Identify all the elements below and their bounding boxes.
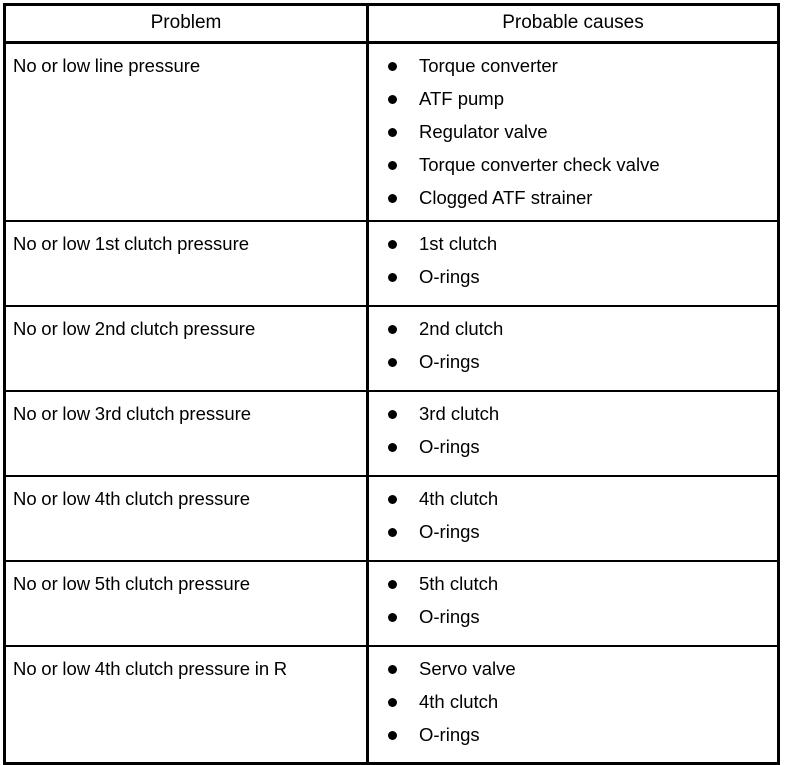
filled-circle-bullet-icon bbox=[388, 272, 397, 282]
probable-cause-text: O-rings bbox=[419, 351, 480, 372]
probable-cause-text: 5th clutch bbox=[419, 573, 499, 594]
probable-cause-item: O-rings bbox=[369, 718, 771, 751]
filled-circle-bullet-icon bbox=[388, 61, 397, 71]
probable-cause-text: Clogged ATF strainer bbox=[419, 187, 593, 208]
table-header: Problem Probable causes bbox=[4, 4, 779, 44]
filled-circle-bullet-icon bbox=[388, 527, 397, 537]
problem-text: No or low 1st clutch pressure bbox=[13, 233, 250, 254]
probable-cause-item: 3rd clutch bbox=[369, 397, 771, 430]
problem-cell: No or low 3rd clutch pressure bbox=[4, 390, 369, 476]
probable-cause-item: O-rings bbox=[369, 430, 771, 463]
probable-cause-text: 4th clutch bbox=[419, 488, 499, 509]
filled-circle-bullet-icon bbox=[388, 612, 397, 622]
problem-cell: No or low line pressure bbox=[4, 42, 369, 221]
probable-cause-text: 4th clutch bbox=[419, 691, 499, 712]
filled-circle-bullet-icon bbox=[388, 357, 397, 367]
probable-cause-text: Regulator valve bbox=[419, 121, 548, 142]
probable-cause-item: O-rings bbox=[369, 260, 771, 293]
filled-circle-bullet-icon bbox=[388, 664, 397, 674]
probable-cause-item: 4th clutch bbox=[369, 685, 771, 718]
probable-cause-item: O-rings bbox=[369, 345, 771, 378]
problem-text: No or low 5th clutch pressure bbox=[13, 573, 251, 594]
filled-circle-bullet-icon bbox=[388, 579, 397, 589]
filled-circle-bullet-icon bbox=[388, 324, 397, 334]
problem-cell: No or low 2nd clutch pressure bbox=[4, 305, 369, 391]
header-row: Problem Probable causes bbox=[4, 4, 779, 44]
probable-cause-text: 2nd clutch bbox=[419, 318, 504, 339]
probable-cause-item: Regulator valve bbox=[369, 115, 771, 148]
problem-text: No or low 4th clutch pressure bbox=[13, 488, 251, 509]
column-header-problem: Problem bbox=[4, 4, 369, 44]
probable-cause-text: O-rings bbox=[419, 724, 480, 745]
filled-circle-bullet-icon bbox=[388, 730, 397, 740]
filled-circle-bullet-icon bbox=[388, 494, 397, 504]
probable-cause-text: 3rd clutch bbox=[419, 403, 500, 424]
filled-circle-bullet-icon bbox=[388, 442, 397, 452]
filled-circle-bullet-icon bbox=[388, 160, 397, 170]
problem-text: No or low 3rd clutch pressure bbox=[13, 403, 252, 424]
problem-cell: No or low 1st clutch pressure bbox=[4, 220, 369, 306]
probable-cause-text: Torque converter check valve bbox=[419, 154, 660, 175]
problem-text: No or low line pressure bbox=[13, 55, 201, 76]
probable-cause-item: 2nd clutch bbox=[369, 312, 771, 345]
probable-cause-text: ATF pump bbox=[419, 88, 504, 109]
table-row: No or low 4th clutch pressure in R Servo … bbox=[4, 645, 779, 764]
filled-circle-bullet-icon bbox=[388, 193, 397, 203]
problem-cell: No or low 4th clutch pressure bbox=[4, 475, 369, 561]
filled-circle-bullet-icon bbox=[388, 239, 397, 249]
troubleshooting-table: Problem Probable causes No or low line p… bbox=[3, 3, 780, 765]
filled-circle-bullet-icon bbox=[388, 697, 397, 707]
probable-cause-text: Torque converter bbox=[419, 55, 558, 76]
filled-circle-bullet-icon bbox=[388, 127, 397, 137]
filled-circle-bullet-icon bbox=[388, 409, 397, 419]
problem-text: No or low 4th clutch pressure in R bbox=[13, 658, 288, 679]
probable-cause-text: O-rings bbox=[419, 436, 480, 457]
probable-cause-item: 5th clutch bbox=[369, 567, 771, 600]
probable-cause-item: Torque converter check valve bbox=[369, 148, 771, 181]
probable-cause-item: Clogged ATF strainer bbox=[369, 181, 771, 214]
probable-cause-text: Servo valve bbox=[419, 658, 516, 679]
probable-cause-item: Servo valve bbox=[369, 652, 771, 685]
probable-cause-item: O-rings bbox=[369, 600, 771, 633]
probable-cause-text: 1st clutch bbox=[419, 233, 498, 254]
probable-cause-item: O-rings bbox=[369, 515, 771, 548]
troubleshooting-table-container: Problem Probable causes No or low line p… bbox=[3, 3, 780, 765]
probable-cause-item: Torque converter bbox=[369, 49, 771, 82]
problem-text: No or low 2nd clutch pressure bbox=[13, 318, 256, 339]
problem-cell: No or low 5th clutch pressure bbox=[4, 560, 369, 646]
problem-cell: No or low 4th clutch pressure in R bbox=[4, 645, 369, 764]
probable-cause-item: ATF pump bbox=[369, 82, 771, 115]
column-header-probable-causes: Probable causes bbox=[367, 4, 779, 44]
probable-cause-item: 4th clutch bbox=[369, 482, 771, 515]
probable-cause-text: O-rings bbox=[419, 266, 480, 287]
probable-cause-text: O-rings bbox=[419, 521, 480, 542]
filled-circle-bullet-icon bbox=[388, 94, 397, 104]
probable-cause-text: O-rings bbox=[419, 606, 480, 627]
probable-cause-item: 1st clutch bbox=[369, 227, 771, 260]
